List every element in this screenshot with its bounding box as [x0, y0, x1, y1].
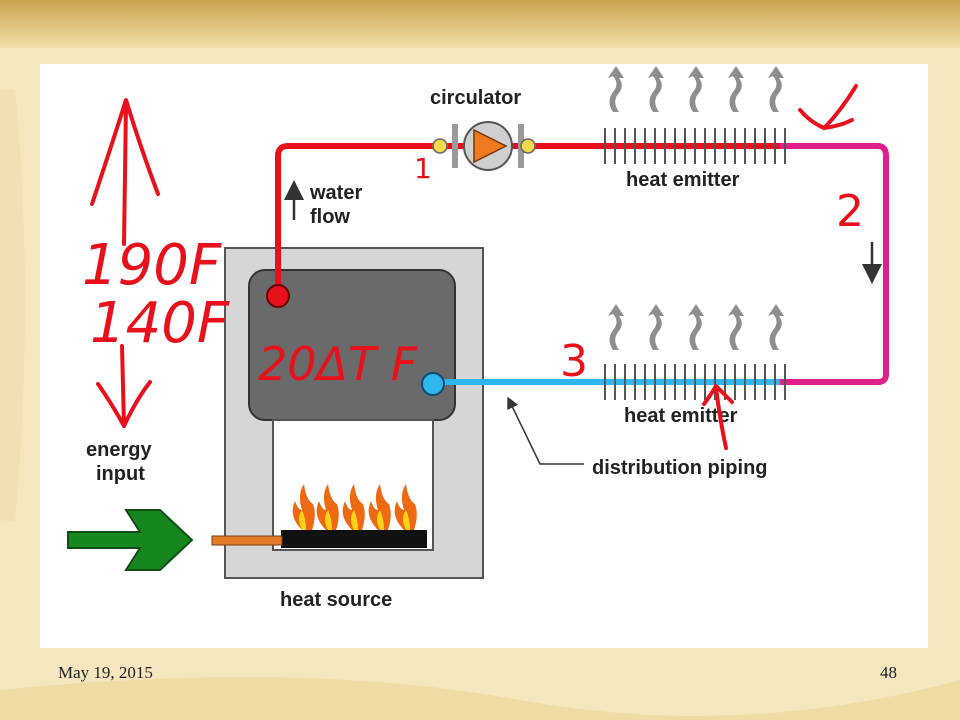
handwritten-check-arrow [798, 84, 858, 130]
handwritten-point-2: 2 [836, 186, 864, 237]
water-flow-label-line2: flow [310, 206, 350, 228]
handwritten-down-arrow [96, 344, 152, 428]
handwritten-temp-high: 190F [82, 233, 222, 298]
diagram-panel: circulator water flow heat emitter heat … [40, 64, 928, 648]
flame [316, 484, 339, 530]
handwritten-point-1: 1 [414, 152, 432, 185]
flame-core [299, 510, 306, 530]
circulator-pump [432, 121, 536, 171]
handwritten-temp-low: 140F [90, 291, 230, 356]
distribution-piping-label: distribution piping [592, 457, 768, 479]
rising-heat-arrows-top [608, 66, 784, 112]
flame [368, 484, 391, 530]
heat-wave-icon [768, 66, 784, 112]
water-flow-label-line1: water [309, 182, 362, 204]
handwritten-up-arrow-emitter [702, 384, 734, 450]
heat-wave-icon [688, 304, 704, 350]
heat-wave-icon [728, 66, 744, 112]
slide-date: May 19, 2015 [58, 663, 153, 682]
handwritten-annotations: 190F 140F 20ΔT F 1 2 3 [82, 84, 864, 450]
flame-core [325, 510, 332, 530]
heat-wave-icon [648, 66, 664, 112]
boiler [211, 247, 484, 579]
burner-bar [281, 530, 427, 548]
rising-heat-arrows-bottom [608, 304, 784, 350]
heat-emitter-top-fins [604, 128, 786, 164]
flame-core [351, 510, 358, 530]
distribution-piping-leader [507, 396, 584, 465]
return-inlet-port [421, 372, 445, 396]
handwritten-up-arrow [90, 98, 160, 246]
gas-feed-pipe [211, 535, 283, 546]
supply-pipe-hot [275, 143, 588, 296]
heat-emitter-bottom-label: heat emitter [624, 405, 738, 427]
handwritten-point-3: 3 [560, 336, 588, 387]
hot-outlet-port [266, 284, 290, 308]
heat-source-label: heat source [280, 589, 392, 611]
transition-pipe [780, 143, 889, 385]
circulator-label: circulator [430, 87, 521, 109]
burner-flames [292, 484, 417, 530]
heat-wave-icon [608, 304, 624, 350]
energy-input-arrow [67, 509, 194, 571]
heat-emitter-top-label: heat emitter [626, 169, 740, 191]
energy-input-label-line1: energy [86, 439, 152, 461]
flame-core [377, 510, 384, 530]
flame [292, 484, 315, 530]
energy-input-label-line2: input [96, 463, 145, 485]
heat-wave-icon [648, 304, 664, 350]
handwritten-delta-t: 20ΔT F [258, 337, 418, 391]
flame-core [403, 510, 410, 530]
flame [394, 484, 417, 530]
pump-direction-triangle [473, 128, 508, 164]
heat-wave-icon [728, 304, 744, 350]
slide-page-number: 48 [880, 663, 897, 682]
hydronic-system-diagram: circulator water flow heat emitter heat … [67, 66, 889, 611]
heat-wave-icon [608, 66, 624, 112]
flame [342, 484, 365, 530]
heat-wave-icon [768, 304, 784, 350]
heat-wave-icon [688, 66, 704, 112]
